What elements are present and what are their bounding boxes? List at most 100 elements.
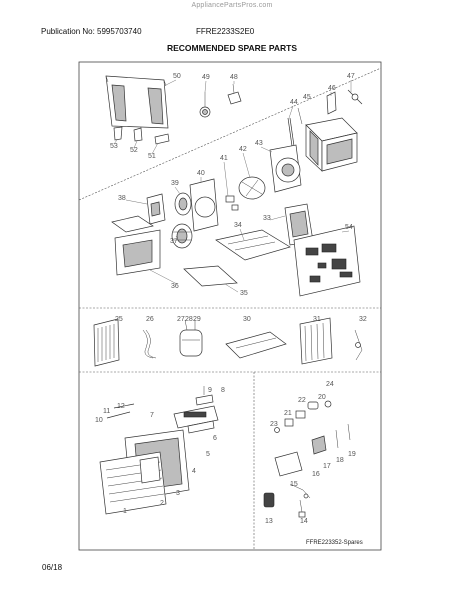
blower-part-47: [347, 89, 363, 105]
part-number-label: 36: [171, 283, 179, 290]
model-number: FFRE2233S2E0: [196, 27, 255, 36]
clip-part-52: [133, 127, 143, 142]
part-number-label: 40: [197, 170, 205, 177]
part-number-label: 14: [300, 518, 308, 525]
bracket-part-46: [326, 91, 337, 115]
part-number-label: 7: [150, 412, 154, 419]
part-number-label: 16: [312, 471, 320, 478]
part-number-label: 15: [290, 481, 298, 488]
part-number-label: 1: [123, 508, 127, 515]
part-number-label: 41: [220, 155, 228, 162]
part-number-label: 27: [177, 316, 185, 323]
base-orifice-36: [114, 229, 161, 276]
control-bracket-38: [146, 193, 166, 225]
part-number-label: 8: [221, 387, 225, 394]
part-number-label: 38: [118, 195, 126, 202]
part-number-label: 23: [270, 421, 278, 428]
blower-housing-40: [189, 178, 219, 232]
tubing-part-30: [225, 331, 287, 359]
part-number-label: 5: [206, 451, 210, 458]
part-number-label: 48: [230, 74, 238, 81]
switch-parts-17-19: [311, 423, 351, 455]
part-number-label: 31: [313, 316, 321, 323]
part-number-label: 9: [208, 387, 212, 394]
part-number-label: 32: [359, 316, 367, 323]
part-number-label: 25: [115, 316, 123, 323]
part-number-label: 26: [146, 316, 154, 323]
part-number-label: 53: [110, 143, 118, 150]
front-panel-frame: [105, 75, 169, 129]
part-number-label: 29: [193, 316, 201, 323]
rail-part: [287, 107, 303, 147]
tubing-part-26: [142, 329, 157, 359]
label-kit-54: [293, 225, 361, 297]
part-number-label: 50: [173, 73, 181, 80]
part-number-label: 37: [170, 238, 178, 245]
knob-part: [199, 92, 211, 118]
part-number-label: 10: [95, 417, 103, 424]
front-grille-assembly: [99, 429, 190, 515]
publication-number: Publication No: 5995703740: [41, 27, 142, 36]
part-number-label: 49: [202, 74, 210, 81]
part-number-label: 13: [265, 518, 273, 525]
part-number-label: 35: [240, 290, 248, 297]
blower-wheel-37: [171, 223, 193, 249]
part-number-label: 52: [130, 147, 138, 154]
clip-part-53: [113, 126, 123, 141]
part-number-label: 47: [347, 73, 355, 80]
page-title: RECOMMENDED SPARE PARTS: [166, 43, 298, 53]
relay-parts-21-23: [274, 410, 306, 433]
diagram-frame: [78, 61, 382, 551]
part-number-label: 12: [117, 403, 125, 410]
part-number-label: 44: [290, 99, 298, 106]
fan-blade-41: [238, 176, 266, 200]
part-number-label: 30: [243, 316, 251, 323]
part-number-label: 4: [192, 468, 196, 475]
part-number-label: 17: [323, 463, 331, 470]
part-number-label: 6: [213, 435, 217, 442]
part-number-label: 22: [298, 397, 306, 404]
diagram-caption: FFRE223352-Spares: [306, 540, 363, 546]
brace-part-35: [183, 265, 238, 287]
part-number-label: 3: [176, 490, 180, 497]
screw-parts-10-12: [106, 403, 135, 419]
part-number-label: 54: [345, 224, 353, 231]
cabinet-housing: [305, 117, 358, 172]
leader-lines: [113, 79, 352, 293]
capacitor-part-20: [307, 400, 332, 410]
part-number-label: 20: [318, 394, 326, 401]
control-panel-6: [187, 420, 215, 434]
condenser-shroud: [269, 144, 302, 193]
capillary-part-32: [354, 329, 363, 361]
control-box-33: [284, 203, 314, 246]
watermark: AppliancePartsPros.com: [191, 2, 273, 9]
compressor-27-29: [179, 319, 203, 357]
part-number-label: 2: [160, 500, 164, 507]
footer-date: 06/18: [42, 563, 63, 572]
fan-motor-39: [174, 192, 192, 216]
part-number-label: 19: [348, 451, 356, 458]
part-number-label: 46: [328, 85, 336, 92]
base-pan-34: [215, 229, 291, 261]
filter-parts: [195, 386, 214, 406]
display-board: [173, 405, 219, 429]
top-cover-plate: [111, 215, 154, 233]
power-cord-14: [298, 499, 306, 518]
part-number-label: 18: [336, 457, 344, 464]
part-number-label: 43: [255, 140, 263, 147]
part-number-label: 24: [326, 381, 334, 388]
part-number-labels: 50 49 48 47 46 45 44 43 42 41 40 39 38 3…: [95, 73, 367, 525]
electrical-box-15-16: [274, 451, 311, 499]
part-number-label: 21: [284, 410, 292, 417]
part-number-label: 33: [263, 215, 271, 222]
fan-hardware: [225, 195, 239, 211]
condenser-coil-31: [299, 317, 333, 365]
evaporator-coil-25: [93, 318, 120, 367]
part-number-label: 28: [185, 316, 193, 323]
part-number-label: 34: [234, 222, 242, 229]
part-number-label: 39: [171, 180, 179, 187]
part-number-label: 11: [103, 408, 110, 415]
part-number-label: 42: [239, 146, 247, 153]
separator-upper: [78, 67, 382, 201]
